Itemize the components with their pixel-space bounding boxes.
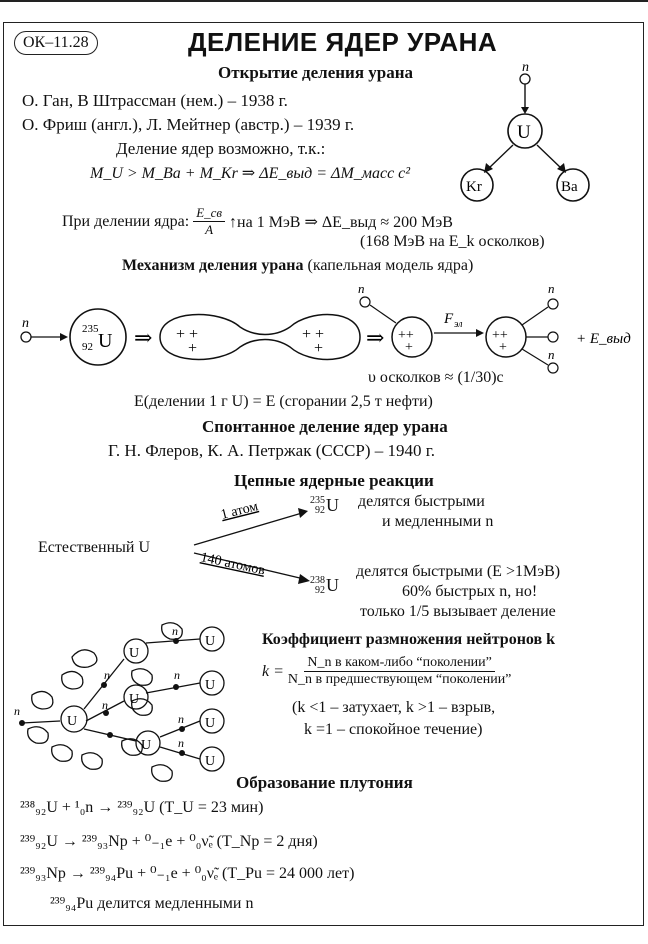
svg-text:n: n xyxy=(22,316,29,331)
svg-text:+: + xyxy=(405,340,413,355)
k-condition-1: (k <1 – затухает, k >1 – взрыв, xyxy=(292,699,496,716)
chain-heading: Цепные ядерные реакции xyxy=(234,471,434,490)
binding-energy-line: При делении ядра: E_св A ↑на 1 МэВ ⇒ ΔE_… xyxy=(62,205,453,237)
svg-text:U: U xyxy=(98,330,113,352)
fragment-left-icon xyxy=(391,316,433,358)
svg-text:n: n xyxy=(358,281,365,296)
svg-text:++: ++ xyxy=(398,328,414,343)
svg-text:U: U xyxy=(517,122,531,143)
card-code-badge: ОК–11.28 xyxy=(14,31,98,55)
uranium-nucleus-icon xyxy=(507,113,543,149)
svg-text:+: + xyxy=(499,340,507,355)
u238-note-3: только 1/5 вызывает деление xyxy=(360,603,556,620)
svg-text:+: + xyxy=(188,340,197,357)
svg-text:U: U xyxy=(205,716,215,731)
chain-reaction-tree: U U U U U U U U n n n n n n n xyxy=(14,622,225,782)
svg-text:+ +: + + xyxy=(302,326,324,343)
page-title: ДЕЛЕНИЕ ЯДЕР УРАНА xyxy=(188,27,498,57)
svg-text:n: n xyxy=(102,698,108,712)
plutonium-heading: Образование плутония xyxy=(236,773,413,792)
svg-text:U: U xyxy=(129,692,139,707)
svg-text:n: n xyxy=(14,704,20,718)
mass-defect-formula: M_U > M_Ba + M_Kr ⇒ ΔE_выд = ΔM_масс c² xyxy=(90,165,411,182)
svg-text:U: U xyxy=(141,738,151,753)
reference-card: ОК–11.28 ДЕЛЕНИЕ ЯДЕР УРАНА Открытие дел… xyxy=(3,22,644,926)
svg-text:U: U xyxy=(129,646,139,661)
deformed-nucleus-icon xyxy=(159,313,361,361)
svg-text:92: 92 xyxy=(82,341,93,353)
multiplication-heading: Коэффициент размножения нейтронов k xyxy=(262,631,556,648)
krypton-nucleus-icon xyxy=(460,168,494,202)
k-condition-2: k =1 – спокойное течение) xyxy=(304,721,483,738)
spontaneous-heading: Спонтанное деление ядер урана xyxy=(202,417,448,436)
discovery-heading: Открытие деления урана xyxy=(218,63,414,82)
plutonium-reaction-4: ²³⁹₉₄Pu делится медленными n xyxy=(50,895,254,912)
k-formula: k = N_n в каком-либо “поколении” N_n в п… xyxy=(262,655,512,687)
spontaneous-authors: Г. Н. Флеров, К. А. Петржак (СССР) – 194… xyxy=(108,441,436,460)
u238-note-2: 60% быстрых n, но! xyxy=(402,583,538,600)
u235-note-2: и медленными n xyxy=(382,513,494,530)
svg-text:Kr: Kr xyxy=(466,179,482,195)
svg-text:Ba: Ba xyxy=(561,179,578,195)
svg-text:U: U xyxy=(205,678,215,693)
discovery-line-1: О. Ган, В Штрассман (нем.) – 1938 г. xyxy=(22,91,288,110)
svg-text:n: n xyxy=(172,624,178,638)
u238-note-1: делятся быстрыми (E >1МэВ) xyxy=(356,563,561,580)
svg-text:⇒: ⇒ xyxy=(366,325,384,350)
svg-text:n: n xyxy=(178,712,184,726)
svg-text:эл: эл xyxy=(454,319,463,330)
svg-text:U: U xyxy=(205,754,215,769)
svg-text:n: n xyxy=(104,668,110,682)
svg-text:+: + xyxy=(314,340,323,357)
plutonium-reaction-2: ²³⁹₉₂U → ²³⁹₉₃Np + ⁰₋₁e + ⁰₀ν̃ₑ (T_Np = … xyxy=(20,833,318,850)
svg-text:+ E_выд: + E_выд xyxy=(576,331,631,347)
top-rule xyxy=(0,0,648,2)
neutron-icon xyxy=(519,73,531,85)
isotope-branch-diagram: 1 атом 140 атомов xyxy=(193,499,310,584)
svg-text:U: U xyxy=(205,634,215,649)
svg-text:⇒: ⇒ xyxy=(134,325,152,350)
svg-text:n: n xyxy=(174,668,180,682)
discovery-line-2: О. Фриш (англ.), Л. Мейтнер (австр.) – 1… xyxy=(22,115,355,134)
diagram-neutron-label: n xyxy=(522,60,529,75)
fission-diagram: n U Kr Ba xyxy=(460,60,590,202)
fragment-speed: υ осколков ≈ (1/30)c xyxy=(368,369,504,386)
plutonium-reaction-3: ²³⁹₉₃Np → ²³⁹₉₄Pu + ⁰₋₁e + ⁰₀ν̃ₑ (T_Pu =… xyxy=(20,865,355,882)
plutonium-reaction-1: ²³⁸₉₂U + ¹₀n → ²³⁹₉₂U (T_U = 23 мин) xyxy=(20,799,264,816)
svg-text:F: F xyxy=(443,311,454,327)
svg-text:U: U xyxy=(67,714,77,729)
svg-text:n: n xyxy=(178,736,184,750)
u235-nucleus-icon xyxy=(69,308,127,366)
discovery-line-3: Деление ядер возможно, т.к.: xyxy=(116,139,326,158)
svg-text:140 атомов: 140 атомов xyxy=(199,550,267,578)
liquid-drop-diagram: n 235 92 U ⇒ + + + + + + ⇒ ++ + ++ + F э… xyxy=(20,281,631,374)
u235-note-1: делятся быстрыми xyxy=(358,493,485,510)
mechanism-heading: Механизм деления урана (капельная модель… xyxy=(122,257,474,274)
svg-text:235: 235 xyxy=(82,323,99,335)
svg-text:1 атом: 1 атом xyxy=(219,499,260,523)
fragment-energy-note: (168 МэВ на E_k осколков) xyxy=(360,233,545,250)
natural-uranium-label: Естественный U xyxy=(38,539,151,556)
svg-text:+ +: + + xyxy=(176,326,198,343)
svg-text:n: n xyxy=(548,347,555,362)
svg-text:n: n xyxy=(548,281,555,296)
svg-text:++: ++ xyxy=(492,328,508,343)
barium-nucleus-icon xyxy=(556,168,590,202)
energy-comparison: E(делении 1 г U) = E (сгорании 2,5 т неф… xyxy=(134,393,433,410)
